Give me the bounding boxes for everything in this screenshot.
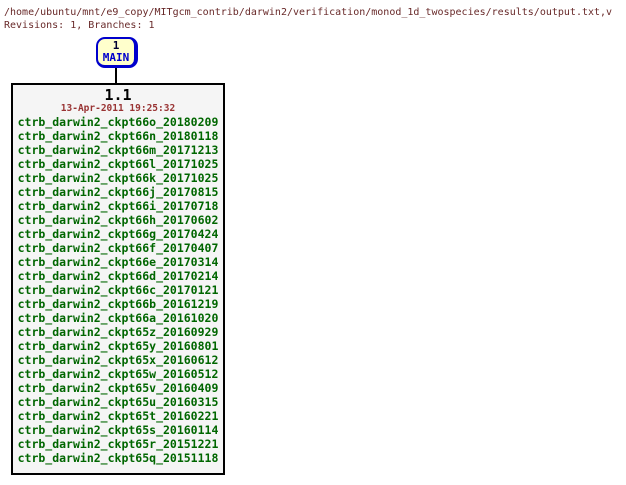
revision-number: 1.1 xyxy=(104,86,132,104)
more-tags-indicator: ... xyxy=(102,465,134,475)
revisions-summary-label: Revisions: 1, Branches: 1 xyxy=(4,20,155,31)
tag-label: ctrb_darwin2_ckpt66n_20180118 xyxy=(17,129,219,143)
tag-label: ctrb_darwin2_ckpt66f_20170407 xyxy=(17,241,219,255)
revision-date: 13-Apr-2011 19:25:32 xyxy=(60,103,176,114)
branch-connector-line xyxy=(115,68,117,83)
tag-label: ctrb_darwin2_ckpt65s_20160114 xyxy=(17,423,219,437)
tag-label: ctrb_darwin2_ckpt65r_20151221 xyxy=(17,437,219,451)
branch-number: 1 xyxy=(112,39,120,52)
tag-label: ctrb_darwin2_ckpt65v_20160409 xyxy=(17,381,219,395)
tag-label: ctrb_darwin2_ckpt65w_20160512 xyxy=(17,367,219,381)
branch-node-main[interactable]: 1 MAIN xyxy=(96,37,138,68)
tag-label: ctrb_darwin2_ckpt66m_20171213 xyxy=(17,143,219,157)
file-path-label: /home/ubuntu/mnt/e9_copy/MITgcm_contrib/… xyxy=(4,7,613,18)
tag-label: ctrb_darwin2_ckpt66k_20171025 xyxy=(17,171,219,185)
tag-label: ctrb_darwin2_ckpt66a_20161020 xyxy=(17,311,219,325)
tag-label: ctrb_darwin2_ckpt66c_20170121 xyxy=(17,283,219,297)
tag-label: ctrb_darwin2_ckpt65y_20160801 xyxy=(17,339,219,353)
tag-label: ctrb_darwin2_ckpt65q_20151118 xyxy=(17,451,219,465)
branch-name: MAIN xyxy=(102,51,130,64)
tag-label: ctrb_darwin2_ckpt66o_20180209 xyxy=(17,115,219,129)
tag-label: ctrb_darwin2_ckpt66i_20170718 xyxy=(17,199,219,213)
tag-label: ctrb_darwin2_ckpt65u_20160315 xyxy=(17,395,219,409)
tag-label: ctrb_darwin2_ckpt65t_20160221 xyxy=(17,409,219,423)
tag-label: ctrb_darwin2_ckpt66l_20171025 xyxy=(17,157,219,171)
tag-label: ctrb_darwin2_ckpt66g_20170424 xyxy=(17,227,219,241)
tag-label: ctrb_darwin2_ckpt66e_20170314 xyxy=(17,255,219,269)
tag-label: ctrb_darwin2_ckpt66j_20170815 xyxy=(17,185,219,199)
tag-label: ctrb_darwin2_ckpt66b_20161219 xyxy=(17,297,219,311)
revision-node-1-1[interactable]: 1.1 13-Apr-2011 19:25:32 ctrb_darwin2_ck… xyxy=(11,83,225,475)
tag-label: ctrb_darwin2_ckpt66h_20170602 xyxy=(17,213,219,227)
tag-label: ctrb_darwin2_ckpt66d_20170214 xyxy=(17,269,219,283)
tag-label: ctrb_darwin2_ckpt65x_20160612 xyxy=(17,353,219,367)
tag-label: ctrb_darwin2_ckpt65z_20160929 xyxy=(17,325,219,339)
